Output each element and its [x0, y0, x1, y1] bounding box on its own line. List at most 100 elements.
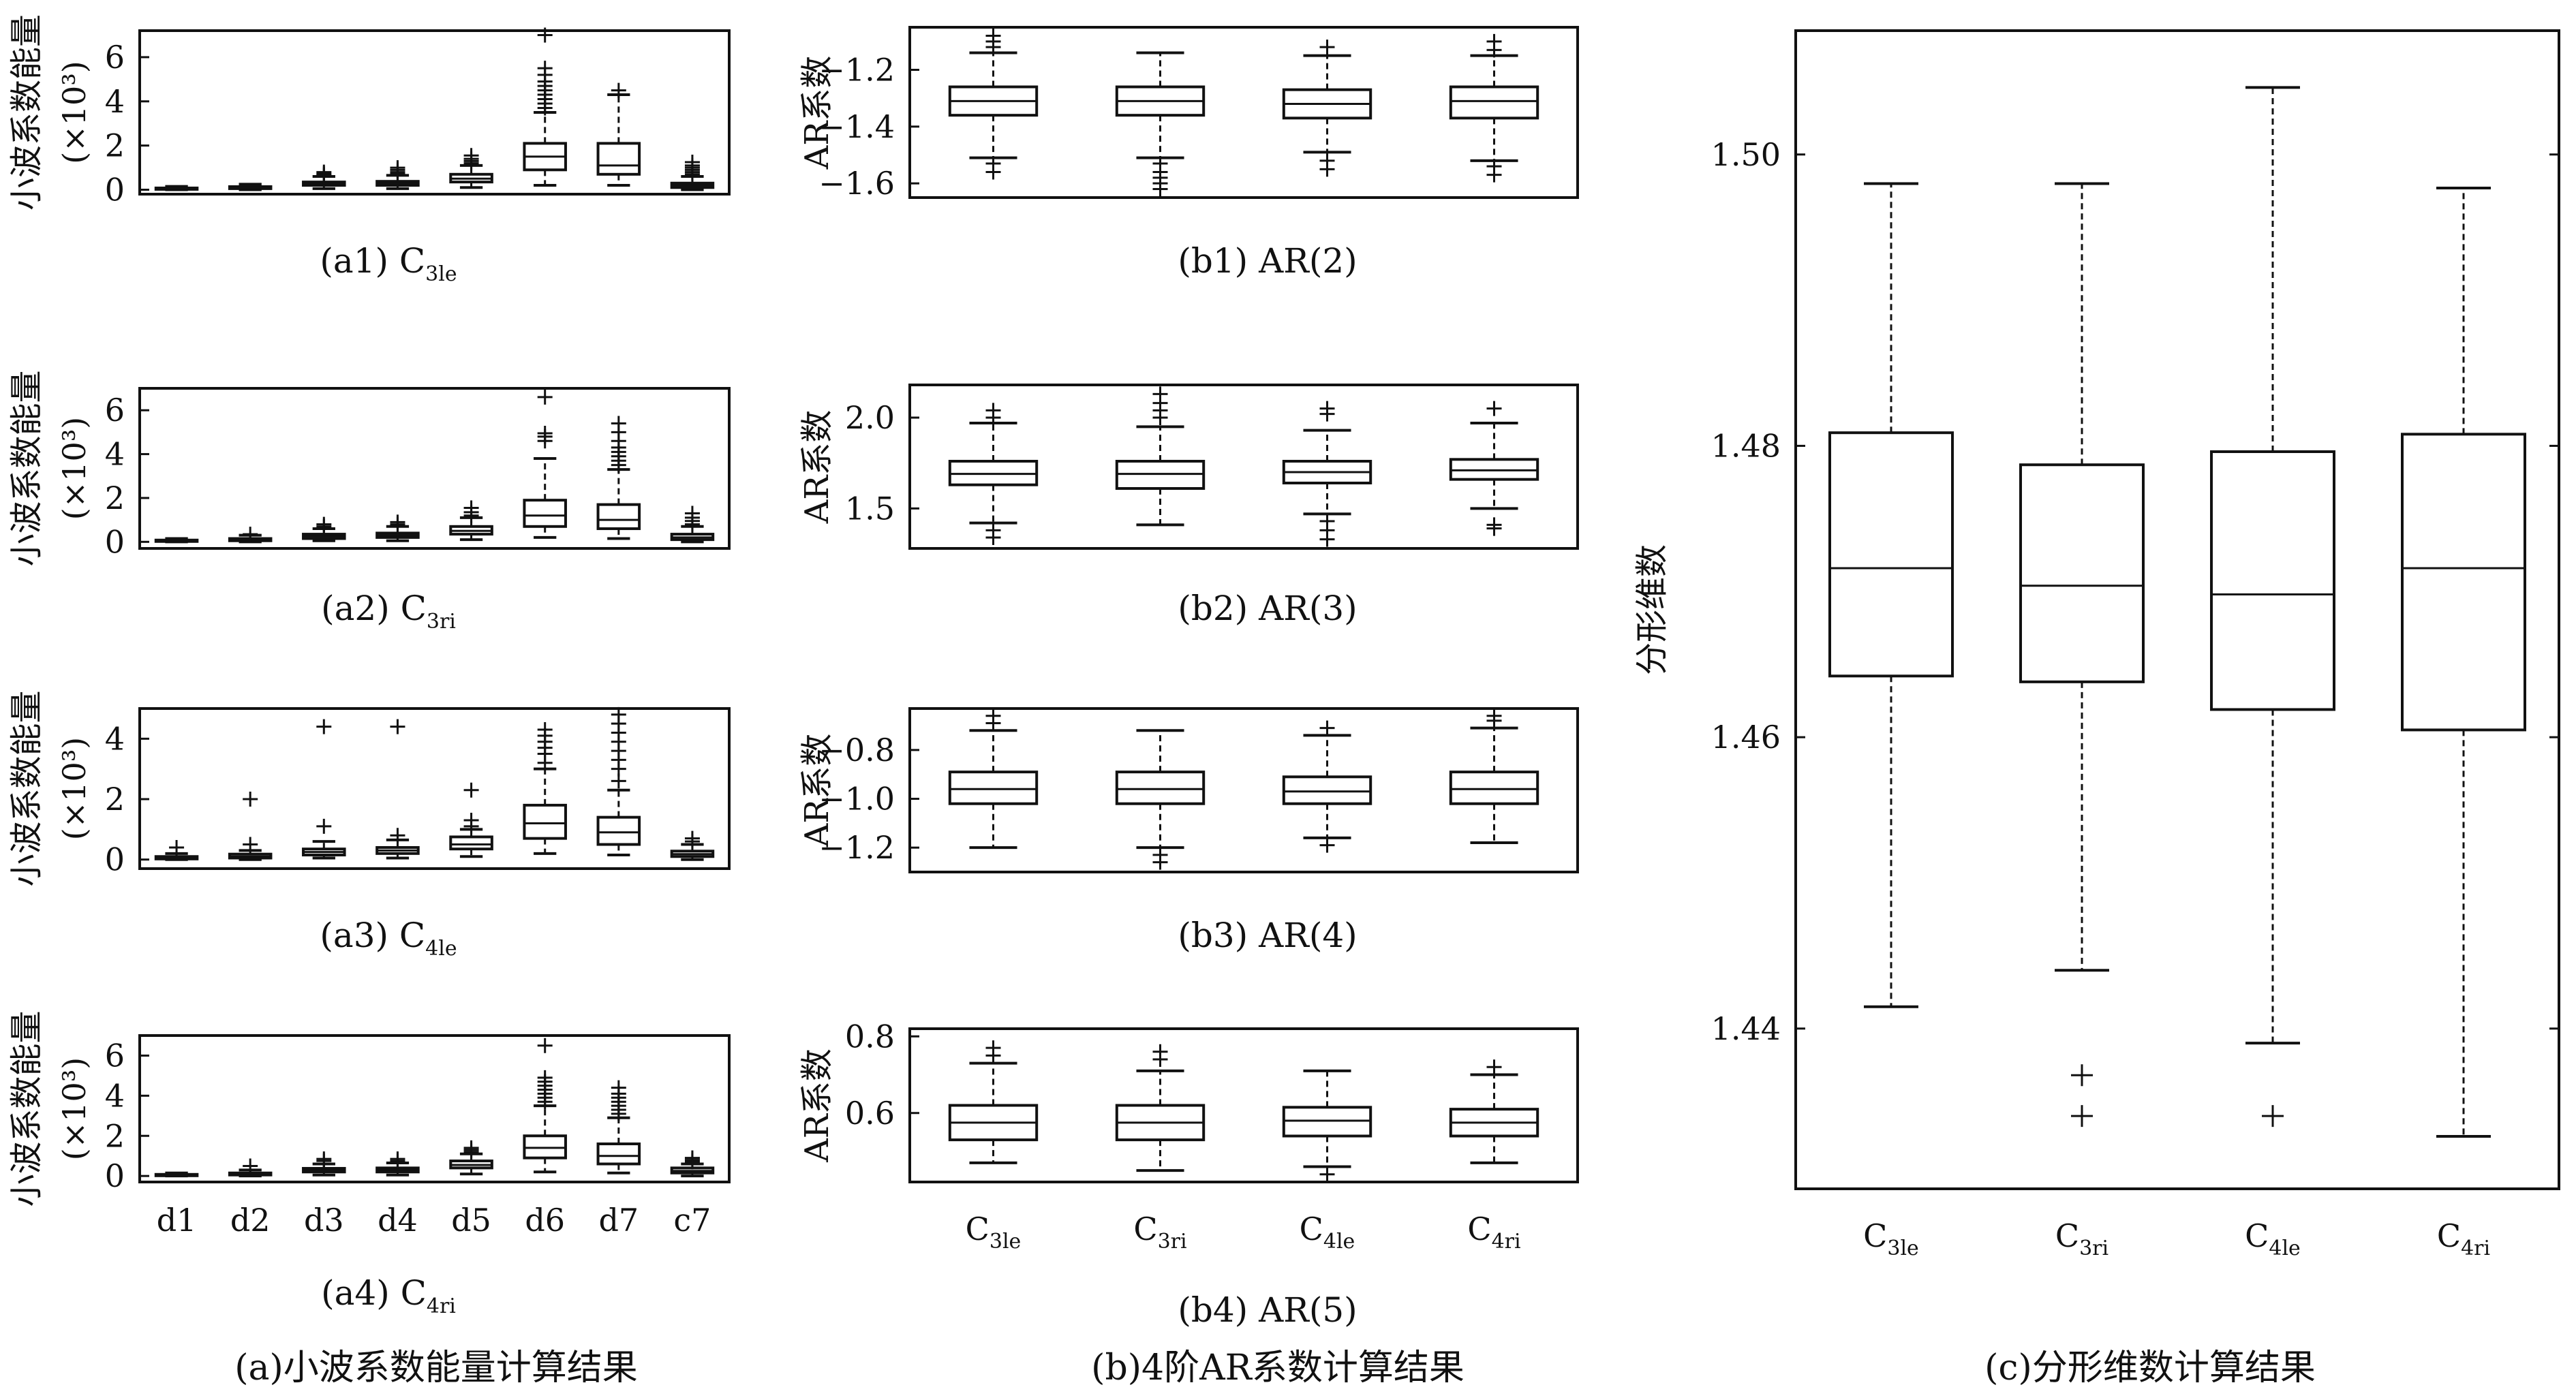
- y-axis-label-a2: 小波系数能量: [7, 370, 46, 566]
- caption-c: (c)分形维数计算结果: [1984, 1348, 2316, 1388]
- x-tick-label-a4: d4: [378, 1202, 418, 1239]
- x-tick-label-a4: d2: [230, 1202, 271, 1239]
- outlier-marker: [1486, 401, 1502, 416]
- x-tick-label-c-subscript: 3le: [1887, 1236, 1918, 1260]
- panel-caption-a2-subscript: 3ri: [427, 610, 456, 634]
- x-tick-label-a4: d3: [304, 1202, 344, 1239]
- outlier-marker: [2071, 1064, 2093, 1087]
- box-a4-d7: [596, 1080, 641, 1175]
- box-body: [523, 803, 567, 840]
- panel-caption-a4-subscript: 4ri: [427, 1294, 456, 1318]
- x-tick-label-c: C3ri: [2055, 1217, 2109, 1260]
- box-body: [948, 771, 1039, 805]
- box-body: [596, 815, 641, 846]
- plot-frame-b1: [908, 26, 1579, 199]
- outlier-marker: [611, 1080, 626, 1095]
- y-tick-label-b1: −1.2: [818, 52, 895, 89]
- panel-caption-a4: (a4) C4ri: [321, 1273, 456, 1318]
- box-c-C3le: [1828, 182, 1954, 1008]
- x-tick-label-a4: d6: [525, 1202, 565, 1239]
- box-a3-d1: [154, 839, 199, 861]
- y-tick-label-b1: −1.4: [818, 108, 895, 145]
- box-a4-d3: [302, 1151, 346, 1177]
- outlier-marker: [463, 148, 479, 164]
- panel-caption-a2: (a2) C3ri: [321, 589, 456, 634]
- outlier-marker: [1486, 520, 1502, 536]
- outlier-marker: [1319, 837, 1335, 853]
- y-tick-label-a3: 0: [105, 841, 125, 878]
- box-body: [523, 499, 567, 528]
- outlier-marker: [537, 722, 553, 738]
- box-body: [449, 835, 493, 851]
- y-axis-label-a1: 小波系数能量: [7, 14, 46, 211]
- box-a3-d3: [302, 719, 346, 860]
- outlier-marker: [611, 82, 626, 98]
- panel-caption-b2: (b2) AR(3): [1178, 589, 1357, 628]
- box-a4-d6: [523, 1038, 567, 1174]
- outlier-marker: [1319, 161, 1335, 177]
- y-tick-label-b2: 2.0: [845, 399, 895, 436]
- plot-frame-b4: [908, 1027, 1579, 1183]
- outlier-marker: [1152, 1044, 1168, 1059]
- plot-frame-a3: [138, 707, 731, 870]
- panel-caption-a2-base: (a2) C: [321, 589, 427, 628]
- y-tick-label-a1: 0: [105, 172, 125, 208]
- x-tick-label-b4: C4ri: [1467, 1211, 1520, 1254]
- box-a3-d2: [228, 792, 273, 861]
- box-b1-C4ri: [1449, 33, 1539, 183]
- box-b4-C3ri: [1115, 1044, 1206, 1172]
- box-c-C4le: [2210, 86, 2335, 1127]
- box-a2-c7: [670, 505, 715, 544]
- box-a3-d6: [523, 722, 567, 855]
- y-tick-label-b4: 0.6: [845, 1095, 895, 1132]
- y-axis-unit-a1: (×10³): [56, 61, 93, 164]
- x-tick-label-b4-subscript: 3le: [990, 1230, 1021, 1254]
- y-axis-label-a3: 小波系数能量: [7, 690, 46, 886]
- outlier-marker: [684, 154, 700, 170]
- y-tick-label-b3: −1.2: [818, 829, 895, 866]
- box-body: [1115, 771, 1206, 805]
- plot-frame-b2: [908, 384, 1579, 550]
- outlier-marker: [985, 28, 1001, 44]
- outlier-marker: [1486, 167, 1502, 183]
- outlier-marker: [985, 1040, 1001, 1056]
- y-axis-unit-a3: (×10³): [56, 737, 93, 840]
- y-axis-label-a4: 小波系数能量: [7, 1010, 46, 1207]
- outlier-marker: [316, 818, 332, 834]
- outlier-marker: [611, 706, 626, 722]
- box-body: [596, 503, 641, 531]
- box-b4-C4ri: [1449, 1059, 1539, 1164]
- y-axis-label-b3: AR系数: [798, 734, 836, 848]
- x-tick-label-c: C4ri: [2437, 1217, 2490, 1260]
- outlier-marker: [243, 837, 258, 852]
- panel-caption-a1: (a1) C3le: [320, 241, 457, 286]
- outlier-marker: [390, 1151, 405, 1167]
- outlier-marker: [1152, 854, 1168, 870]
- y-tick-label-a1: 2: [105, 127, 125, 164]
- outlier-marker: [316, 516, 332, 532]
- outlier-marker: [243, 1158, 258, 1174]
- box-b4-C3le: [948, 1040, 1039, 1164]
- box-body: [1282, 775, 1373, 805]
- x-tick-label-c-subscript: 4le: [2269, 1236, 2300, 1260]
- outlier-marker: [537, 61, 553, 76]
- outlier-marker: [463, 1140, 479, 1155]
- y-tick-label-c: 1.44: [1711, 1010, 1781, 1047]
- y-tick-label-a4: 2: [105, 1117, 125, 1154]
- outlier-marker: [463, 500, 479, 516]
- y-tick-label-a2: 4: [105, 436, 125, 473]
- box-a1-d7: [596, 82, 641, 187]
- y-tick-label-a1: 6: [105, 39, 125, 76]
- box-b3-C4le: [1282, 720, 1373, 853]
- box-b3-C3ri: [1115, 729, 1206, 870]
- box-a3-d5: [449, 782, 493, 858]
- x-tick-label-b4: C3le: [966, 1211, 1022, 1254]
- outlier-marker: [985, 164, 1001, 180]
- plot-frame-a4: [138, 1034, 731, 1183]
